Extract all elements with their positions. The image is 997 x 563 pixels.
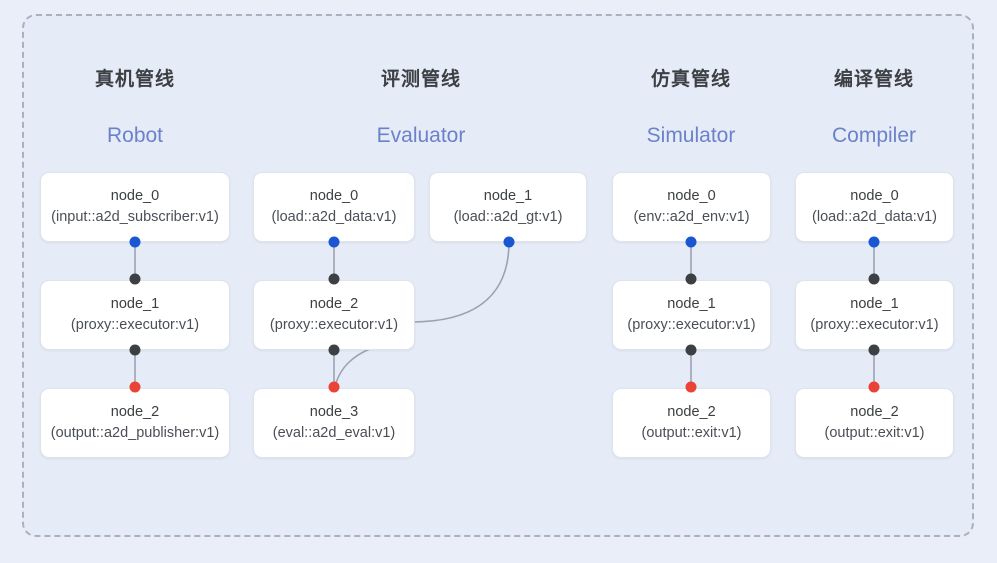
- node-name: node_0: [850, 187, 899, 204]
- node-name: node_1: [667, 295, 716, 312]
- node-name: node_0: [110, 187, 160, 204]
- node-type: (load::a2d_data:v1): [812, 209, 937, 225]
- column-title-cn-simulator: 仿真管线: [650, 69, 731, 90]
- node-type: (proxy::executor:v1): [70, 317, 200, 333]
- node-compiler-0[interactable]: node_0 (load::a2d_data:v1): [795, 172, 954, 242]
- column-title-en-robot: Robot: [106, 124, 164, 147]
- node-name: node_0: [667, 187, 716, 204]
- node-evaluator-2[interactable]: node_2 (proxy::executor:v1): [253, 280, 415, 350]
- node-compiler-2[interactable]: node_2 (output::exit:v1): [795, 388, 954, 458]
- column-title-cn-evaluator: 评测管线: [380, 69, 461, 90]
- port-input-robot-2[interactable]: [129, 381, 141, 393]
- port-output-compiler-0[interactable]: [868, 236, 880, 248]
- column-title-en-simulator: Simulator: [646, 124, 736, 147]
- node-name: node_0: [309, 187, 359, 204]
- node-evaluator-0[interactable]: node_0 (load::a2d_data:v1): [253, 172, 415, 242]
- port-input-evaluator-3[interactable]: [328, 381, 340, 393]
- node-name: node_2: [667, 403, 716, 420]
- port-output-evaluator-1[interactable]: [503, 236, 515, 248]
- node-compiler-1[interactable]: node_1 (proxy::executor:v1): [795, 280, 954, 350]
- node-simulator-0[interactable]: node_0 (env::a2d_env:v1): [612, 172, 771, 242]
- port-output-simulator-1[interactable]: [685, 344, 697, 356]
- column-title-en-evaluator: Evaluator: [376, 124, 466, 147]
- port-output-simulator-0[interactable]: [685, 236, 697, 248]
- node-evaluator-3[interactable]: node_3 (eval::a2d_eval:v1): [253, 388, 415, 458]
- node-type: (load::a2d_data:v1): [271, 209, 397, 225]
- port-input-simulator-1[interactable]: [685, 273, 697, 285]
- node-name: node_2: [110, 403, 160, 420]
- node-simulator-1[interactable]: node_1 (proxy::executor:v1): [612, 280, 771, 350]
- node-evaluator-1[interactable]: node_1 (load::a2d_gt:v1): [429, 172, 587, 242]
- port-output-evaluator-2[interactable]: [328, 344, 340, 356]
- port-output-robot-0[interactable]: [129, 236, 141, 248]
- node-type: (env::a2d_env:v1): [633, 209, 750, 225]
- node-name: node_1: [483, 187, 533, 204]
- node-name: node_2: [309, 295, 359, 312]
- node-type: (proxy::executor:v1): [627, 317, 756, 333]
- node-robot-0[interactable]: node_0 (input::a2d_subscriber:v1): [40, 172, 230, 242]
- port-input-compiler-2[interactable]: [868, 381, 880, 393]
- port-output-evaluator-0[interactable]: [328, 236, 340, 248]
- node-robot-2[interactable]: node_2 (output::a2d_publisher:v1): [40, 388, 230, 458]
- node-robot-1[interactable]: node_1 (proxy::executor:v1): [40, 280, 230, 350]
- node-type: (load::a2d_gt:v1): [453, 209, 563, 225]
- node-simulator-2[interactable]: node_2 (output::exit:v1): [612, 388, 771, 458]
- column-title-en-compiler: Compiler: [831, 124, 917, 147]
- node-type: (input::a2d_subscriber:v1): [51, 209, 219, 225]
- node-type: (output::a2d_publisher:v1): [50, 425, 220, 441]
- port-output-robot-1[interactable]: [129, 344, 141, 356]
- port-output-compiler-1[interactable]: [868, 344, 880, 356]
- column-title-cn-compiler: 编译管线: [833, 69, 914, 90]
- node-type: (proxy::executor:v1): [269, 317, 399, 333]
- node-type: (output::exit:v1): [824, 425, 925, 441]
- node-name: node_1: [110, 295, 160, 312]
- port-input-evaluator-2[interactable]: [328, 273, 340, 285]
- port-input-simulator-2[interactable]: [685, 381, 697, 393]
- node-type: (eval::a2d_eval:v1): [272, 425, 396, 441]
- port-input-robot-1[interactable]: [129, 273, 141, 285]
- node-name: node_1: [850, 295, 899, 312]
- column-title-cn-robot: 真机管线: [94, 69, 175, 90]
- dashed-container-frame: [22, 14, 974, 537]
- node-name: node_3: [309, 403, 359, 420]
- node-type: (output::exit:v1): [641, 425, 742, 441]
- node-type: (proxy::executor:v1): [810, 317, 939, 333]
- port-input-compiler-1[interactable]: [868, 273, 880, 285]
- node-name: node_2: [850, 403, 899, 420]
